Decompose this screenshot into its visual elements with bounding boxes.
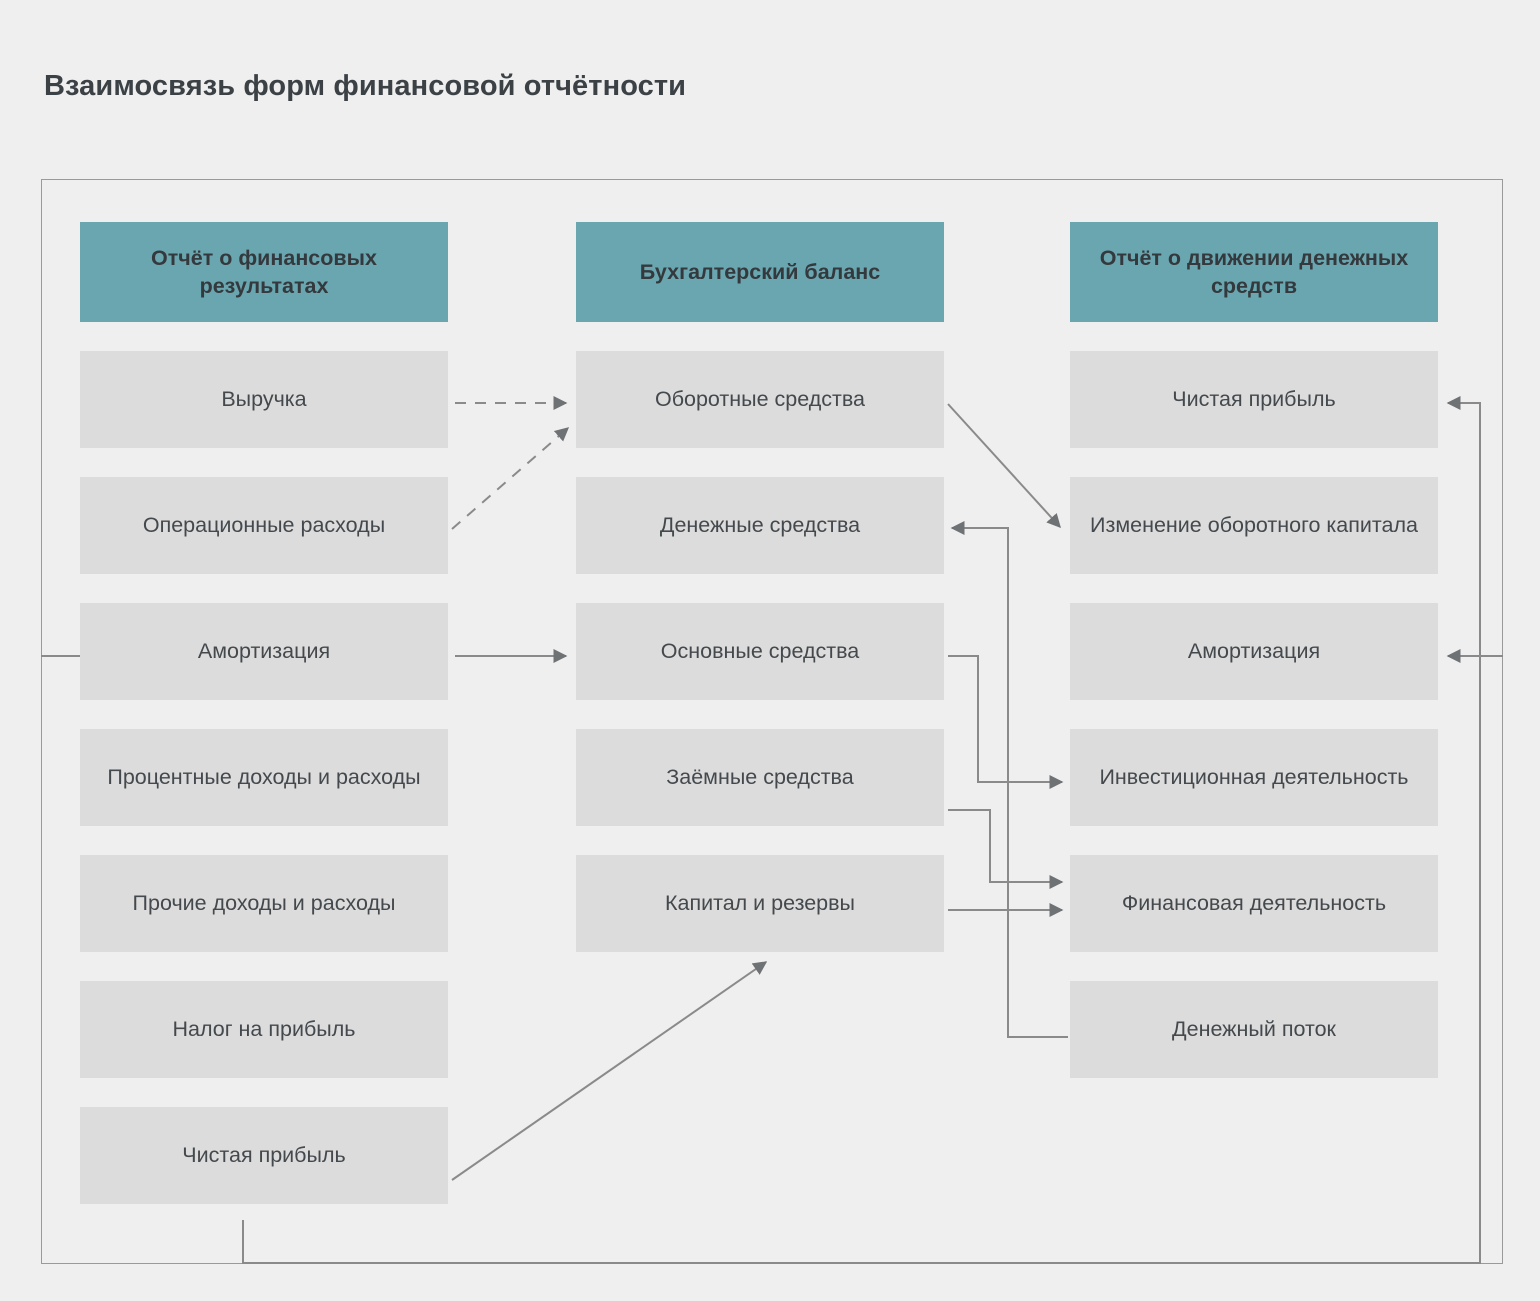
cell-working-capital-change[interactable]: Изменение оборотного капитала	[1070, 477, 1438, 574]
cell-investing-activity[interactable]: Инвестиционная деятельность	[1070, 729, 1438, 826]
cell-income-tax[interactable]: Налог на прибыль	[80, 981, 448, 1078]
column-income-statement: Отчёт о финансовых результатах Выручка О…	[80, 222, 448, 1204]
column-header-cash-flow-statement: Отчёт о движении денежных средств	[1070, 222, 1438, 322]
frame-mask-left	[42, 640, 82, 670]
column-header-income-statement: Отчёт о финансовых результатах	[80, 222, 448, 322]
cell-fixed-assets[interactable]: Основные средства	[576, 603, 944, 700]
cell-depreciation[interactable]: Амортизация	[80, 603, 448, 700]
cell-cf-net-profit[interactable]: Чистая прибыль	[1070, 351, 1438, 448]
cell-equity-reserves[interactable]: Капитал и резервы	[576, 855, 944, 952]
cell-cash[interactable]: Денежные средства	[576, 477, 944, 574]
cell-cf-depreciation[interactable]: Амортизация	[1070, 603, 1438, 700]
column-cash-flow-statement: Отчёт о движении денежных средств Чистая…	[1070, 222, 1438, 1078]
page-title: Взаимосвязь форм финансовой отчётности	[44, 70, 687, 102]
cell-revenue[interactable]: Выручка	[80, 351, 448, 448]
cell-interest-income-expense[interactable]: Процентные доходы и расходы	[80, 729, 448, 826]
column-header-balance-sheet: Бухгалтерский баланс	[576, 222, 944, 322]
cell-financing-activity[interactable]: Финансовая деятельность	[1070, 855, 1438, 952]
cell-operating-expenses[interactable]: Операционные расходы	[80, 477, 448, 574]
column-balance-sheet: Бухгалтерский баланс Оборотные средства …	[576, 222, 944, 952]
cell-net-profit[interactable]: Чистая прибыль	[80, 1107, 448, 1204]
cell-other-income-expense[interactable]: Прочие доходы и расходы	[80, 855, 448, 952]
cell-cash-flow[interactable]: Денежный поток	[1070, 981, 1438, 1078]
cell-current-assets[interactable]: Оборотные средства	[576, 351, 944, 448]
cell-borrowed-funds[interactable]: Заёмные средства	[576, 729, 944, 826]
